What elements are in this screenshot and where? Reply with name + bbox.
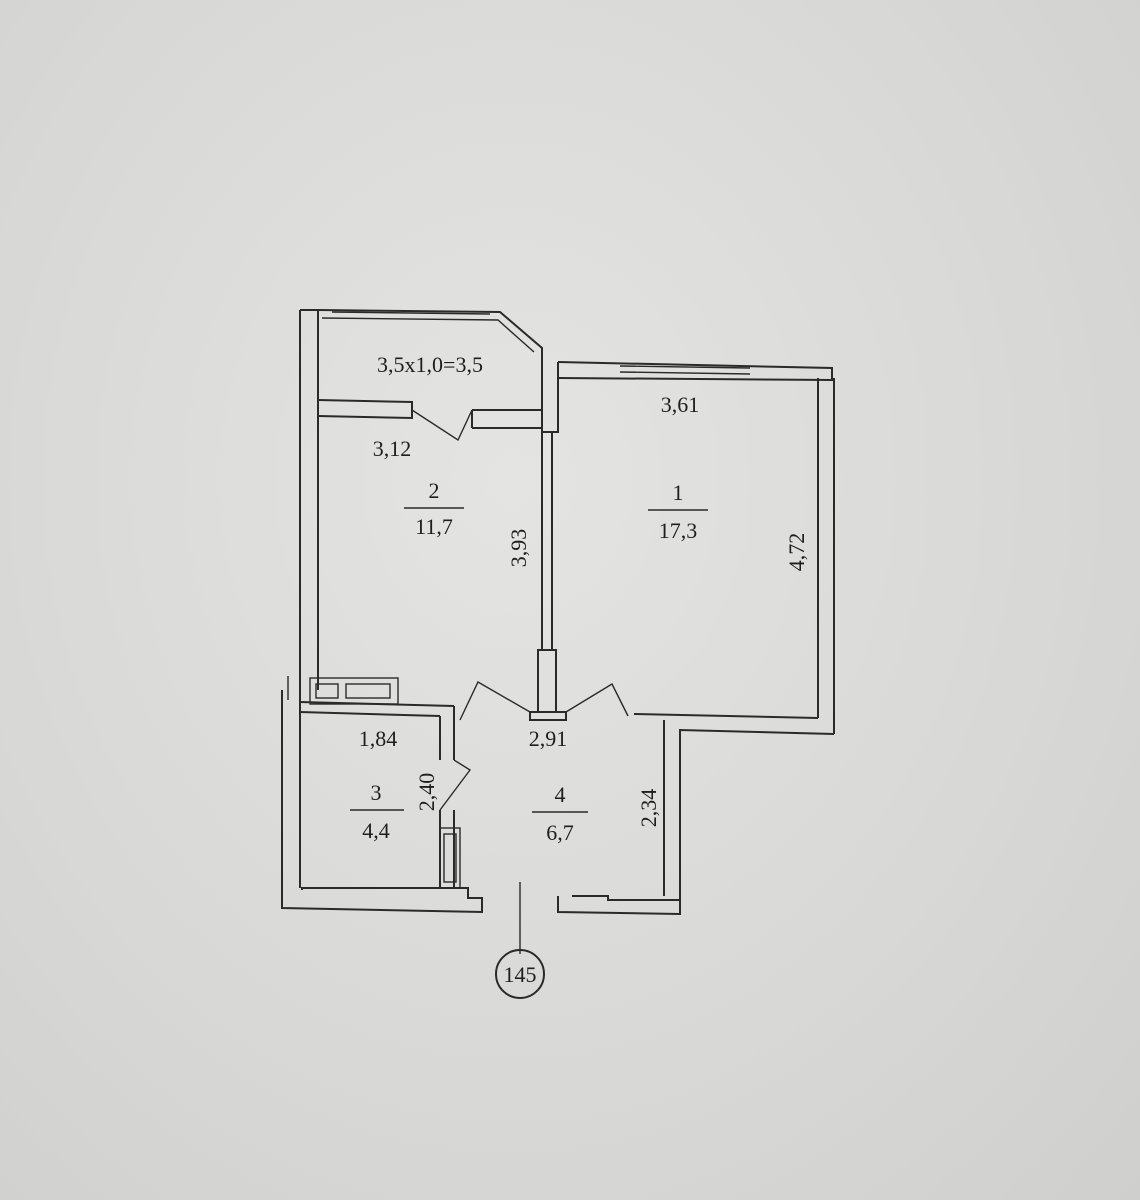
apartment-number-circle bbox=[495, 949, 545, 999]
room1-length: 4,72 bbox=[784, 533, 809, 572]
room2-width: 3,12 bbox=[373, 436, 412, 461]
room1-area: 17,3 bbox=[659, 518, 698, 543]
room4-length: 2,34 bbox=[636, 789, 661, 828]
interior-walls bbox=[299, 432, 629, 999]
room3-area: 4,4 bbox=[362, 818, 390, 843]
room1-number: 1 bbox=[673, 480, 684, 505]
room3-length: 2,40 bbox=[414, 773, 439, 812]
apartment-number: 145 bbox=[504, 962, 537, 987]
room2-number: 2 bbox=[429, 478, 440, 503]
room1-width: 3,61 bbox=[661, 392, 700, 417]
room2-length: 3,93 bbox=[506, 529, 531, 568]
balcony-area-formula: 3,5x1,0=3,5 bbox=[377, 352, 483, 377]
room4-number: 4 bbox=[555, 782, 566, 807]
exterior-walls bbox=[281, 309, 835, 916]
room3-width: 1,84 bbox=[359, 726, 398, 751]
room4-width: 2,91 bbox=[529, 726, 568, 751]
room2-area: 11,7 bbox=[415, 514, 453, 539]
room3-number: 3 bbox=[371, 780, 382, 805]
room4-area: 6,7 bbox=[546, 820, 574, 845]
